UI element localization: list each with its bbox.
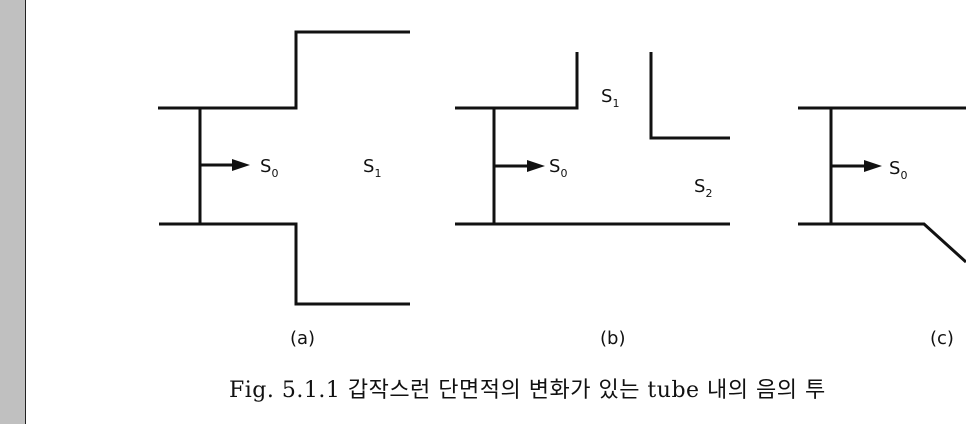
arrow-icon	[527, 160, 545, 172]
figure-caption: Fig. 5.1.1 갑작스런 단면적의 변화가 있는 tube 내의 음의 투	[229, 378, 826, 403]
page-margin-bar	[0, 0, 26, 424]
tube-expansion-a	[158, 30, 410, 306]
area-label-b-s2: S2	[694, 176, 712, 200]
area-label-b-s1: S1	[601, 86, 619, 110]
area-label-c-s0: S0	[889, 158, 907, 182]
panel-label-c: (c)	[930, 328, 954, 349]
tube-taper-c	[798, 106, 966, 264]
area-label-a-s1: S1	[363, 156, 381, 180]
tube-branch-b	[455, 52, 730, 226]
panel-label-a: (a)	[290, 328, 315, 349]
arrow-icon	[232, 159, 250, 171]
panel-label-b: (b)	[600, 328, 625, 349]
area-label-a-s0: S0	[260, 156, 278, 180]
arrow-icon	[864, 160, 882, 172]
area-label-b-s0: S0	[549, 156, 567, 180]
